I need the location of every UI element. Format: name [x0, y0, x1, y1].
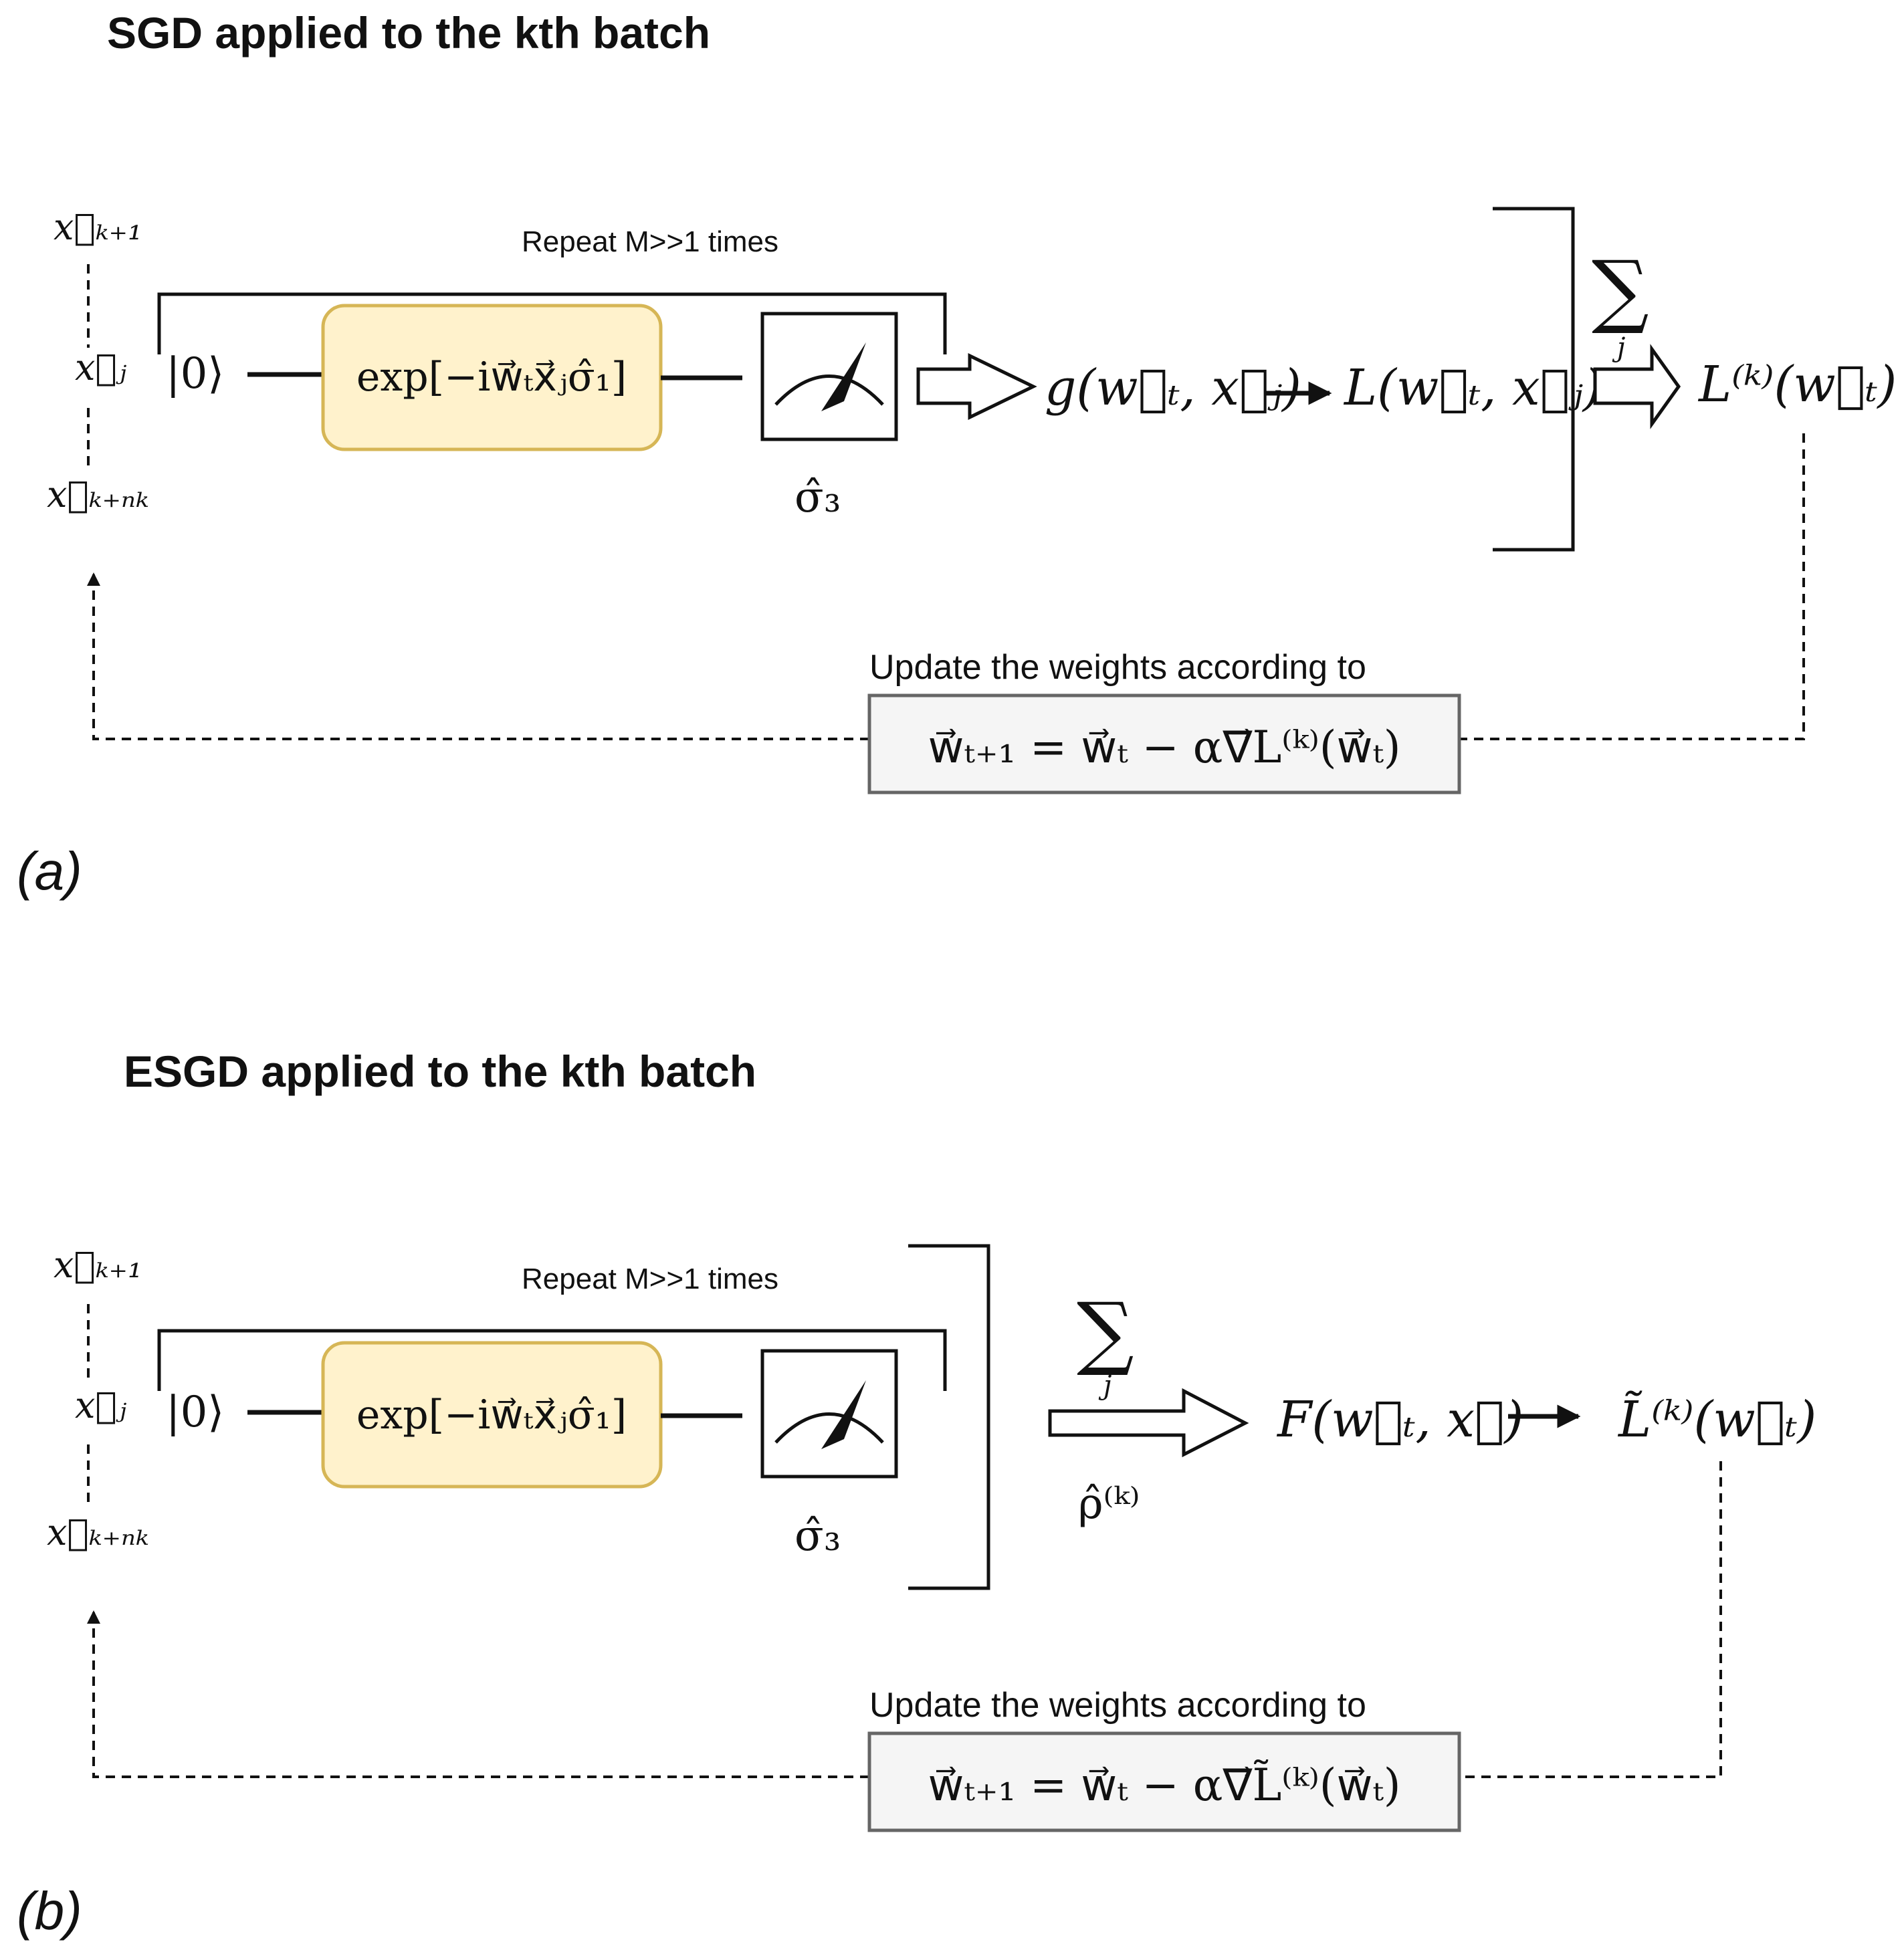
panel-a-label: (a)	[17, 841, 82, 901]
panel-b-feedback-right	[1459, 1461, 1722, 1778]
panel-a-arrow-to-loss	[1593, 344, 1681, 429]
panel-b-arrow-to-f	[1048, 1388, 1249, 1458]
panel-b-update-label: Update the weights according to	[869, 1686, 1366, 1725]
panel-b-meter-icon	[760, 1349, 898, 1479]
panel-a-update-box	[867, 693, 1461, 794]
panel-b-title: ESGD applied to the kth batch	[124, 1047, 756, 1096]
panel-a-sum-symbol: ∑	[1592, 244, 1649, 337]
panel-a-batch-loss: L⁽ᵏ⁾(w⃗ₜ)	[1697, 356, 1897, 413]
panel-b-label: (b)	[17, 1881, 82, 1941]
panel-a-repeat-bracket	[157, 292, 947, 354]
panel-b-input-j: x⃗ⱼ	[75, 1384, 127, 1426]
panel-b-batch-loss: L̃⁽ᵏ⁾(w⃗ₜ)	[1617, 1391, 1816, 1448]
panel-a-update-rule: w⃗ₜ₊₁ = w⃗ₜ − α∇⃗L⁽ᵏ⁾(w⃗ₜ)	[928, 722, 1400, 773]
panel-a-meter-icon	[760, 312, 898, 441]
panel-a: SGD applied to the kth batch x⃗ₖ₊₁ x⃗ⱼ x…	[17, 8, 1897, 901]
panel-a-ket-zero: |0⟩	[166, 349, 224, 399]
panel-a-g-expression: g(w⃗ₜ, x⃗ⱼ)	[1045, 359, 1301, 417]
panel-b-repeat-label: Repeat M>>1 times	[522, 1263, 778, 1295]
panel-b-update-box	[867, 1731, 1461, 1832]
panel-a-title: SGD applied to the kth batch	[107, 8, 710, 58]
panel-b-ket-zero: |0⟩	[166, 1388, 224, 1437]
panel-b-input-first: x⃗ₖ₊₁	[54, 1244, 142, 1286]
panel-a-arrow-to-g	[916, 353, 1037, 420]
panel-b-repeat-bracket	[157, 1329, 947, 1391]
panel-a-input-last: x⃗ₖ₊ₙₖ	[47, 473, 149, 516]
panel-a-update-label: Update the weights according to	[869, 648, 1366, 687]
panel-a-input-first: x⃗ₖ₊₁	[54, 206, 142, 248]
panel-b-update-rule: w⃗ₜ₊₁ = w⃗ₜ − α∇⃗L̃⁽ᵏ⁾(w⃗ₜ)	[928, 1759, 1400, 1811]
panel-a-gate-label: exp[−iw⃗ₜx⃗ⱼσ̂₁]	[356, 354, 627, 401]
panel-b: ESGD applied to the kth batch x⃗ₖ₊₁ x⃗ⱼ …	[17, 1047, 1816, 1941]
panel-b-sum-symbol: ∑	[1077, 1286, 1134, 1379]
panel-b-f-expression: F(w⃗ₜ, x⃗)	[1276, 1391, 1523, 1448]
panel-a-feedback-left	[87, 572, 869, 740]
panel-a-l-expression: L(w⃗ₜ, x⃗ⱼ)	[1343, 359, 1602, 417]
panel-b-observable: σ̂₃	[795, 1511, 841, 1561]
panel-b-density-matrix: ρ̂⁽ᵏ⁾	[1078, 1479, 1140, 1529]
panel-a-repeat-label: Repeat M>>1 times	[522, 225, 778, 258]
panel-a-input-j: x⃗ⱼ	[75, 346, 127, 389]
panel-b-sum-bracket	[908, 1244, 990, 1590]
panel-b-feedback-left	[87, 1610, 869, 1778]
panel-a-observable: σ̂₃	[795, 473, 841, 522]
panel-a-sum-bracket	[1493, 207, 1575, 552]
panel-b-input-last: x⃗ₖ₊ₙₖ	[47, 1511, 149, 1553]
panel-b-gate-label: exp[−iw⃗ₜx⃗ⱼσ̂₁]	[356, 1392, 627, 1438]
panel-a-feedback-right	[1459, 433, 1805, 740]
